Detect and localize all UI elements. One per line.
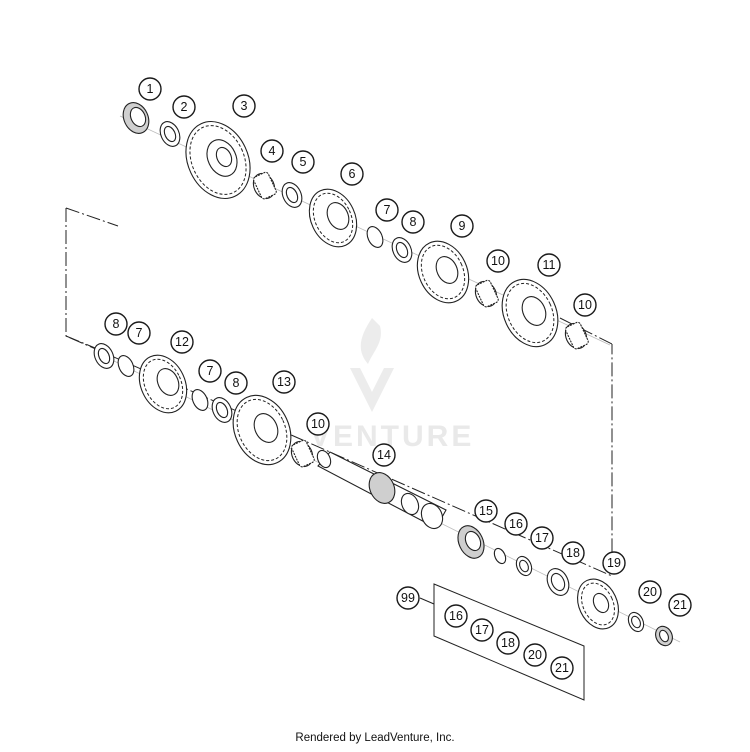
callout-1[interactable]: 1 <box>138 77 162 101</box>
callout-13[interactable]: 13 <box>272 370 296 394</box>
callout-10-c[interactable]: 10 <box>306 412 330 436</box>
svg-text:16: 16 <box>449 609 463 623</box>
callout-7-c[interactable]: 7 <box>198 359 222 383</box>
callout-2[interactable]: 2 <box>172 95 196 119</box>
part-10-needle-bearing[interactable] <box>471 278 500 310</box>
callout-8-c[interactable]: 8 <box>224 371 248 395</box>
kit-99-frame <box>433 583 585 701</box>
part-7-circlip-c[interactable] <box>189 387 211 413</box>
svg-text:15: 15 <box>479 504 493 518</box>
part-2-washer[interactable] <box>156 118 183 149</box>
part-20-lock-washer[interactable] <box>625 610 646 634</box>
part-8-washer[interactable] <box>388 234 415 265</box>
callout-20[interactable]: 20 <box>638 580 662 604</box>
part-4-needle-bearing[interactable] <box>249 170 278 202</box>
callout-3[interactable]: 3 <box>232 94 256 118</box>
svg-text:8: 8 <box>233 376 240 390</box>
part-16-o-ring[interactable] <box>492 547 508 566</box>
kit-99-leader <box>419 597 435 605</box>
callout-4[interactable]: 4 <box>260 139 284 163</box>
svg-text:13: 13 <box>277 375 291 389</box>
part-8-washer-b[interactable] <box>90 340 117 371</box>
callout-7-b[interactable]: 7 <box>127 321 151 345</box>
svg-text:20: 20 <box>643 585 657 599</box>
callout-6[interactable]: 6 <box>340 162 364 186</box>
callout-10[interactable]: 10 <box>486 249 510 273</box>
part-8-washer-c[interactable] <box>208 394 235 425</box>
svg-text:17: 17 <box>475 623 489 637</box>
svg-text:12: 12 <box>175 335 189 349</box>
svg-text:19: 19 <box>607 556 621 570</box>
svg-text:99: 99 <box>401 591 415 605</box>
kit-callout-21[interactable]: 21 <box>550 656 574 680</box>
svg-text:10: 10 <box>311 417 325 431</box>
kit-callout-18[interactable]: 18 <box>496 631 520 655</box>
part-1-bearing[interactable] <box>118 98 153 137</box>
svg-text:6: 6 <box>349 167 356 181</box>
footer-credit: Rendered by LeadVenture, Inc. <box>295 732 455 744</box>
callout-14[interactable]: 14 <box>372 443 396 467</box>
svg-text:10: 10 <box>491 254 505 268</box>
callout-9[interactable]: 9 <box>450 214 474 238</box>
part-12-sliding-gear[interactable] <box>130 348 195 421</box>
callout-15[interactable]: 15 <box>474 499 498 523</box>
svg-text:21: 21 <box>673 598 687 612</box>
svg-text:5: 5 <box>300 155 307 169</box>
svg-text:18: 18 <box>501 636 515 650</box>
callout-19[interactable]: 19 <box>602 551 626 575</box>
watermark: VENTURE <box>310 318 471 453</box>
svg-text:7: 7 <box>384 203 391 217</box>
callout-16[interactable]: 16 <box>504 512 528 536</box>
kit-callout-16[interactable]: 16 <box>444 604 468 628</box>
svg-text:17: 17 <box>535 531 549 545</box>
part-10-needle-bearing-c[interactable] <box>287 438 316 470</box>
svg-text:16: 16 <box>509 517 523 531</box>
svg-text:8: 8 <box>410 215 417 229</box>
svg-text:4: 4 <box>269 144 276 158</box>
callout-11[interactable]: 11 <box>537 253 561 277</box>
part-13-gear[interactable] <box>222 386 301 474</box>
svg-text:9: 9 <box>459 219 466 233</box>
callout-12[interactable]: 12 <box>170 330 194 354</box>
svg-text:11: 11 <box>543 258 556 272</box>
part-9-gear[interactable] <box>408 233 479 311</box>
svg-text:8: 8 <box>113 317 120 331</box>
kit-callout-17[interactable]: 17 <box>470 618 494 642</box>
callout-8[interactable]: 8 <box>401 210 425 234</box>
part-5-washer[interactable] <box>278 179 305 210</box>
svg-text:21: 21 <box>555 661 569 675</box>
svg-text:7: 7 <box>136 326 143 340</box>
callout-5[interactable]: 5 <box>291 150 315 174</box>
svg-text:20: 20 <box>528 648 542 662</box>
svg-text:1: 1 <box>147 82 154 96</box>
svg-text:18: 18 <box>566 546 580 560</box>
part-21-nut[interactable] <box>653 624 676 649</box>
part-10-needle-bearing-b[interactable] <box>561 320 590 352</box>
svg-text:2: 2 <box>181 100 188 114</box>
part-3-gear[interactable] <box>174 111 262 209</box>
part-19-sprocket[interactable] <box>570 572 626 635</box>
svg-text:14: 14 <box>377 448 391 462</box>
callout-99[interactable]: 99 <box>396 586 420 610</box>
part-7-circlip[interactable] <box>364 224 386 250</box>
part-17-bushing[interactable] <box>513 554 534 578</box>
callout-7[interactable]: 7 <box>375 198 399 222</box>
svg-text:3: 3 <box>241 99 248 113</box>
callout-17[interactable]: 17 <box>530 526 554 550</box>
svg-text:10: 10 <box>578 298 592 312</box>
part-11-gear[interactable] <box>492 270 569 355</box>
part-6-sliding-gear[interactable] <box>300 182 365 255</box>
part-15-bearing[interactable] <box>453 522 489 563</box>
callout-8-b[interactable]: 8 <box>104 312 128 336</box>
part-14-shaft[interactable] <box>315 448 447 532</box>
callout-18[interactable]: 18 <box>561 541 585 565</box>
svg-text:7: 7 <box>207 364 214 378</box>
part-7-circlip-b[interactable] <box>115 353 137 379</box>
callout-10-b[interactable]: 10 <box>573 293 597 317</box>
part-18-seal-ring[interactable] <box>543 565 573 599</box>
kit-callout-20[interactable]: 20 <box>523 643 547 667</box>
callout-21[interactable]: 21 <box>668 593 692 617</box>
